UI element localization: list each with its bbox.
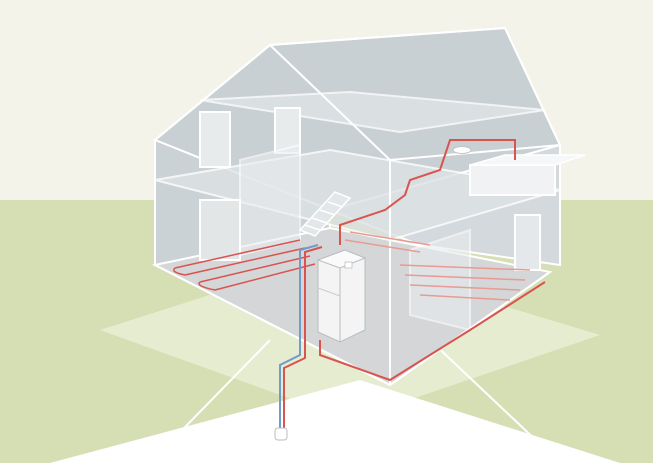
heat-pump-unit-icon [316,249,367,343]
floor-heating-left [173,239,316,291]
bathtub [469,164,556,196]
bathtub-top [469,154,586,166]
ceiling-light-icon [452,146,472,154]
ground-pipe-warm [283,246,323,430]
heating-pipe-main [319,281,546,382]
ground-pipe-cold [279,244,319,430]
staircase-icon [298,191,352,237]
floor-heating-right [344,231,531,301]
ground-path-edge [149,339,271,463]
window-upper-left [199,111,231,168]
ground-path-edge [429,339,561,463]
door-left [199,199,241,261]
gable-front [154,26,562,162]
heating-pipe-riser [339,139,516,245]
interior-wall [239,143,301,257]
door-right [514,214,541,271]
ground-probe-icon [274,427,288,441]
attic-slab [199,90,546,134]
ground-path [50,380,620,463]
